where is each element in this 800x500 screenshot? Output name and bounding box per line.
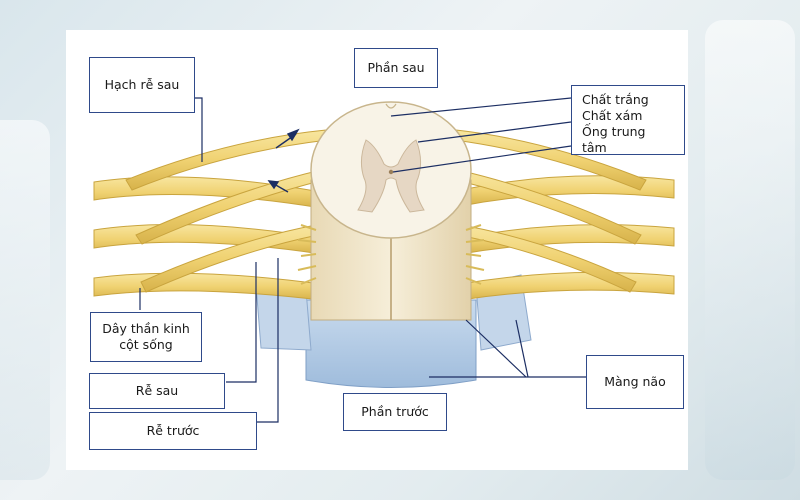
label-dorsal-root: Rễ sau xyxy=(89,373,225,409)
label-text: Hạch rễ sau xyxy=(104,77,180,92)
gray-matter xyxy=(357,139,425,213)
label-anterior-part: Phần trước xyxy=(343,393,447,431)
label-posterior-part: Phần sau xyxy=(354,48,438,88)
background-glass-right xyxy=(705,20,795,480)
label-text: Màng não xyxy=(604,374,666,389)
left-nerves xyxy=(93,129,329,301)
direction-arrows xyxy=(267,128,300,193)
label-spinal-nerve: Dây thần kinh cột sống xyxy=(90,312,202,362)
leader-lines xyxy=(139,97,586,423)
label-dorsal-root-ganglion: Hạch rễ sau xyxy=(89,57,195,113)
label-text: Rễ trước xyxy=(146,423,200,438)
diagram-panel: Hạch rễ sau Phần sau Chất trắng Chất xám… xyxy=(66,30,688,470)
label-text-line1: Dây thần kinh xyxy=(102,321,190,336)
central-canal xyxy=(388,169,394,175)
label-text-line2: cột sống xyxy=(119,337,173,352)
label-white-matter: Chất trắng xyxy=(582,92,649,107)
label-meninges: Màng não xyxy=(586,355,684,409)
label-ventral-root: Rễ trước xyxy=(89,412,257,450)
label-central-canal: Ống trung tâm xyxy=(582,124,646,155)
label-gray-matter: Chất xám xyxy=(582,108,643,123)
background-glass-left xyxy=(0,120,50,480)
label-cross-section-parts: Chất trắng Chất xám Ống trung tâm xyxy=(571,85,685,155)
label-text: Phần trước xyxy=(361,404,429,419)
spinal-cord xyxy=(297,101,485,321)
label-text: Rễ sau xyxy=(135,383,179,398)
spinal-cord-illustration xyxy=(93,97,675,423)
label-text: Phần sau xyxy=(367,60,425,75)
right-nerves xyxy=(453,129,675,301)
